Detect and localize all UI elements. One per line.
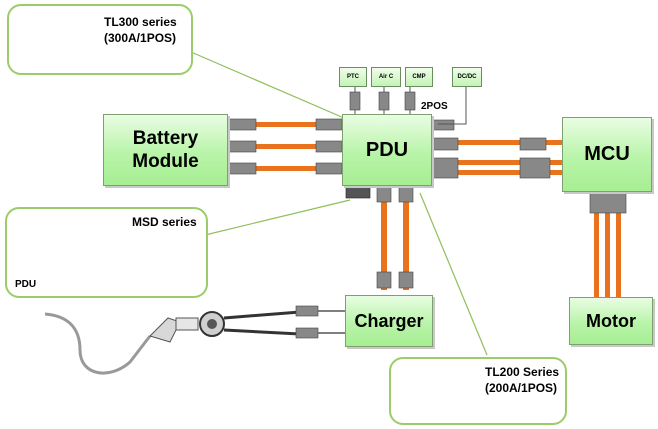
tl300-rating-label: (300A/1POS) [104, 31, 177, 45]
leader-tl300 [190, 51, 345, 119]
mcu-box: MCU [562, 117, 652, 192]
pdu-mcu-cables [431, 119, 565, 179]
battery-module-box: Battery Module [103, 114, 228, 186]
charger-box: Charger [345, 295, 433, 347]
tl200-rating-label: (200A/1POS) [485, 381, 558, 395]
leader-msd [204, 199, 351, 236]
charging-cable [44, 305, 345, 375]
msd-series-label: MSD series [132, 215, 197, 229]
pdu-box: PDU [342, 114, 432, 186]
tl300-series-label: TL300 series [104, 15, 177, 29]
leader-lines [190, 51, 488, 356]
two-pos-label: 2POS [421, 101, 448, 112]
msd-plug [345, 185, 371, 199]
msd-callout: MSD series PDU [5, 207, 208, 298]
leader-tl200 [419, 192, 488, 356]
ptc-box: PTC [339, 67, 367, 87]
battery-pdu-cables [227, 118, 343, 175]
tl300-callout: TL300 series (300A/1POS) [7, 4, 193, 75]
tl200-callout: TL200 Series (200A/1POS) [389, 357, 567, 425]
motor-box: Motor [569, 297, 653, 345]
tl200-series-label: TL200 Series [485, 365, 560, 379]
air-c-box: Air C [371, 67, 401, 87]
dcdc-box: DC/DC [452, 67, 482, 87]
pdu-charger-cables [345, 185, 414, 290]
pdu-image-caption: PDU [15, 279, 37, 290]
cmp-box: CMP [405, 67, 433, 87]
mcu-motor-cables [589, 192, 627, 300]
